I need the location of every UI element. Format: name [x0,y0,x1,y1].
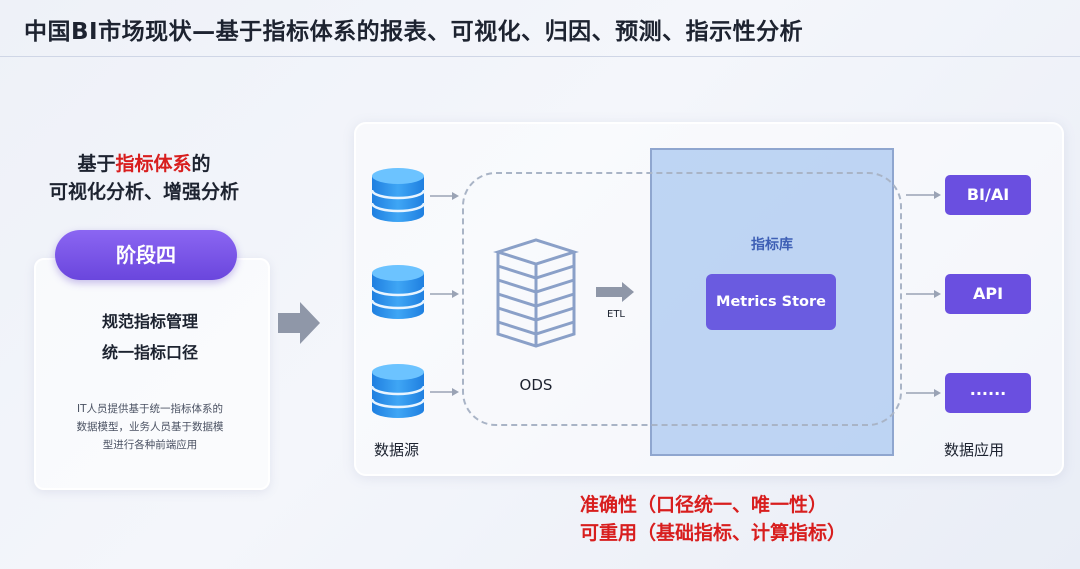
stage-desc-line-2: 数据模型，业务人员基于数据模 [76,421,224,433]
stage-desc-line-1: IT人员提供基于统一指标体系的 [76,403,223,415]
page-title: 中国BI市场现状—基于指标体系的报表、可视化、归因、预测、指示性分析 [24,19,804,45]
ods-stack-icon [493,238,579,348]
ods-label: ODS [519,376,553,394]
data-pipeline-outline [462,172,902,426]
stage-heading: 基于指标体系的 可视化分析、增强分析 [20,150,268,206]
database-icon [370,168,426,222]
arrow-right-icon [906,290,941,298]
arrow-right-icon [430,388,459,396]
stage-point-1: 规范指标管理 [101,312,198,331]
stage-badge: 阶段四 [55,230,237,280]
title-divider [0,56,1080,57]
database-icon [370,265,426,319]
stage-card [34,258,270,490]
app-bi-ai: BI/AI [945,175,1031,215]
stage-description: IT人员提供基于统一指标体系的 数据模型，业务人员基于数据模 型进行各种前端应用 [50,400,250,454]
app-api: API [945,274,1031,314]
arrow-right-icon [430,192,459,200]
etl-arrow-icon [596,282,634,302]
data-application-label: 数据应用 [944,441,1005,459]
etl-label: ETL [607,309,625,320]
stage-desc-line-3: 型进行各种前端应用 [102,439,198,451]
heading-suffix: 的 [191,153,211,175]
data-source-label: 数据源 [374,441,420,459]
arrow-right-icon [906,389,941,397]
arrow-right-icon [906,191,941,199]
heading-highlight: 指标体系 [115,153,192,175]
metrics-library-title: 指标库 [751,237,793,253]
heading-line2: 可视化分析、增强分析 [48,181,239,203]
database-icon [370,364,426,418]
stage-point-2: 统一指标口径 [101,343,198,362]
accuracy-note: 准确性（口径统一、唯一性） [580,494,828,516]
arrow-right-icon [430,290,459,298]
heading-prefix: 基于 [77,153,116,175]
reusability-note: 可重用（基础指标、计算指标） [580,522,847,544]
app-more: ...... [945,373,1031,413]
metrics-store-box: Metrics Store [706,274,836,330]
flow-arrow-icon [278,302,320,344]
